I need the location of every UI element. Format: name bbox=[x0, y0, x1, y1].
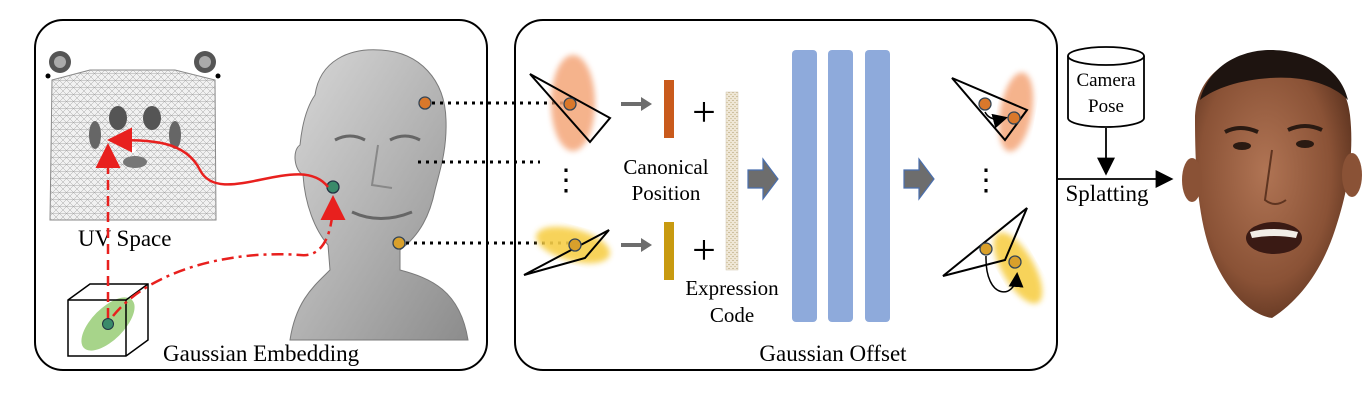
plus-bottom: + bbox=[692, 228, 716, 274]
small-arrow-bottom bbox=[621, 238, 652, 252]
uv-map-image bbox=[45, 51, 221, 221]
vdots-right: ⋮ bbox=[971, 164, 1001, 197]
expression-code-label-line1: Expression bbox=[685, 276, 779, 300]
mlp-layer-2 bbox=[828, 50, 853, 322]
gaussian-cube bbox=[67, 283, 149, 357]
offset-gaussian-top bbox=[951, 72, 1034, 152]
head-point-forehead bbox=[418, 96, 432, 110]
camera-pose-label-line1: Camera bbox=[1076, 70, 1136, 91]
camera-pose-cylinder bbox=[1067, 46, 1145, 128]
uv-mapping-arrow bbox=[107, 127, 329, 188]
head-point-cheek bbox=[326, 180, 340, 194]
mlp-layer-3 bbox=[865, 50, 890, 322]
camera-pose-label-line2: Pose bbox=[1088, 96, 1124, 117]
canonical-gaussian-bottom bbox=[523, 226, 610, 276]
offset-gaussian-bottom bbox=[942, 207, 1043, 304]
uv-space-label: UV Space bbox=[78, 226, 171, 251]
expression-code-bar bbox=[725, 91, 739, 271]
small-arrow-top bbox=[621, 97, 652, 111]
embedding-dashdot-arrow bbox=[112, 195, 346, 317]
embedding-panel bbox=[34, 19, 488, 371]
position-bar-top bbox=[664, 80, 674, 138]
embedded-point bbox=[102, 318, 114, 330]
canonical-position-label-line2: Position bbox=[632, 181, 701, 205]
plus-top: + bbox=[692, 90, 716, 136]
head-point-chin bbox=[392, 236, 406, 250]
gaussian-embedding-label: Gaussian Embedding bbox=[163, 341, 360, 366]
mlp-output-arrow bbox=[903, 157, 935, 201]
head-mesh-image bbox=[289, 49, 469, 341]
splatting-label: Splatting bbox=[1065, 181, 1149, 206]
vdots-left: ⋮ bbox=[551, 164, 581, 197]
mlp-input-arrow bbox=[747, 157, 779, 201]
canonical-position-label-line1: Canonical bbox=[623, 155, 708, 179]
gaussian-offset-label: Gaussian Offset bbox=[759, 341, 907, 366]
position-bar-bottom bbox=[664, 222, 674, 280]
canonical-gaussian-top bbox=[529, 55, 612, 151]
offset-panel bbox=[514, 19, 1058, 371]
mlp-layer-1 bbox=[792, 50, 817, 322]
expression-code-label-line2: Code bbox=[710, 303, 754, 327]
rendered-face-image bbox=[1182, 50, 1362, 318]
